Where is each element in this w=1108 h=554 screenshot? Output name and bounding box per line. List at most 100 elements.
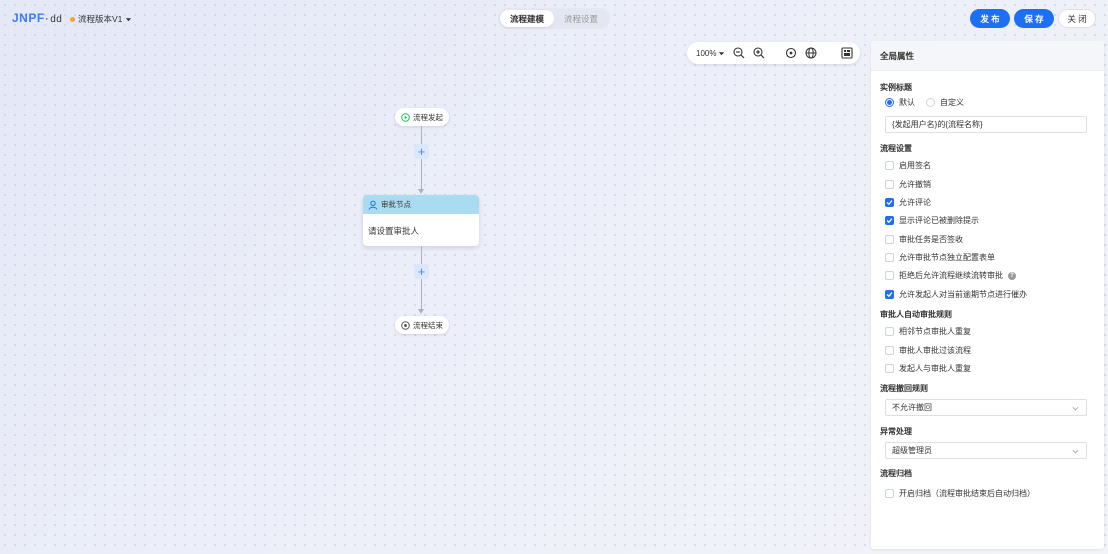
checkbox-approved-before[interactable]: 审批人审批过该流程: [885, 345, 971, 356]
add-node-button[interactable]: +: [414, 264, 429, 279]
exception-handler-select[interactable]: 超级管理员: [885, 442, 1087, 459]
close-button[interactable]: 关 闭: [1058, 9, 1096, 28]
checkbox-icon: [885, 161, 894, 170]
start-node-icon: [401, 112, 410, 122]
help-icon[interactable]: ?: [1008, 271, 1016, 280]
radio-label: 默认: [899, 98, 915, 107]
checkbox-label: 允许发起人对当前逾期节点进行催办: [899, 290, 1027, 299]
exception-handler-value: 超级管理员: [892, 446, 932, 455]
radio-label: 自定义: [940, 98, 964, 107]
checkbox-checked-icon: [885, 216, 894, 225]
chevron-down-icon: [1072, 449, 1079, 454]
checkbox-icon: [885, 180, 894, 189]
user-icon: [368, 200, 378, 210]
checkbox-allow-comment[interactable]: 允许评论: [885, 197, 931, 208]
publish-button[interactable]: 发 布: [970, 9, 1010, 28]
checkbox-icon: [885, 235, 894, 244]
radio-custom[interactable]: 自定义: [926, 97, 964, 108]
mode-tabs: 流程建模 流程设置: [498, 8, 610, 29]
checkbox-icon: [885, 364, 894, 373]
tab-flow-settings[interactable]: 流程设置: [563, 13, 598, 24]
checkbox-allow-revoke[interactable]: 允许撤销: [885, 179, 931, 190]
arrow-down-icon: [418, 189, 424, 194]
radio-default[interactable]: 默认: [885, 97, 928, 108]
zoom-level-select[interactable]: 100%: [696, 49, 725, 58]
checkbox-label: 允许撤销: [899, 180, 931, 189]
section-flow-settings: 流程设置: [880, 144, 912, 153]
fit-center-icon[interactable]: [785, 47, 797, 59]
arrow-down-icon: [418, 309, 424, 314]
top-bar: JNPF·dd 流程版本V1 流程建模 流程设置 发 布 保 存 关 闭: [0, 0, 1108, 36]
checkbox-label: 允许评论: [899, 198, 931, 207]
end-node-label: 流程结束: [413, 320, 443, 330]
minimap-icon[interactable]: [841, 47, 854, 59]
checkbox-overdue-reminder[interactable]: 允许发起人对当前逾期节点进行催办: [885, 289, 1027, 300]
app-logo: JNPF·dd: [12, 11, 63, 25]
approval-node-title: 审批节点: [381, 200, 411, 209]
connector-line: [421, 246, 422, 264]
checkbox-show-deleted-comment[interactable]: 显示评论已被删除提示: [885, 215, 979, 226]
version-selector[interactable]: 流程版本V1: [70, 13, 132, 25]
globe-icon[interactable]: [805, 47, 817, 59]
version-status-dot: [70, 16, 75, 22]
checkbox-checked-icon: [885, 290, 894, 299]
checkbox-task-signin[interactable]: 审批任务是否签收: [885, 234, 963, 245]
checkbox-node-form[interactable]: 允许审批节点独立配置表单: [885, 252, 995, 263]
checkbox-icon: [885, 271, 894, 280]
approval-node[interactable]: 审批节点 请设置审批人: [363, 195, 479, 246]
section-exception: 异常处理: [880, 427, 912, 436]
save-button[interactable]: 保 存: [1014, 9, 1054, 28]
tab-flow-modeling[interactable]: 流程建模: [500, 10, 554, 27]
revoke-rule-value: 不允许撤回: [892, 403, 932, 412]
checkbox-icon: [885, 489, 894, 498]
checkbox-label: 审批任务是否签收: [899, 235, 963, 244]
checkbox-initiator-duplicate[interactable]: 发起人与审批人重复: [885, 363, 971, 374]
end-node-icon: [401, 320, 410, 330]
radio-unselected-icon: [926, 98, 935, 107]
checkbox-enable-archive[interactable]: 开启归档（流程审批结束后自动归档）: [885, 488, 1035, 499]
checkbox-label: 开启归档（流程审批结束后自动归档）: [899, 489, 1035, 498]
zoom-toolbar: 100%: [687, 42, 860, 64]
start-node[interactable]: 流程发起: [395, 108, 449, 126]
connector-line: [421, 279, 422, 309]
checkbox-icon: [885, 327, 894, 336]
checkbox-continue-after-reject[interactable]: 拒绝后允许流程继续流转审批?: [885, 270, 1016, 281]
checkbox-enable-signature[interactable]: 启用签名: [885, 160, 931, 171]
connector-line: [421, 126, 422, 144]
checkbox-label: 拒绝后允许流程继续流转审批: [899, 271, 1003, 280]
approval-node-body: 请设置审批人: [368, 226, 420, 236]
zoom-out-icon[interactable]: [733, 47, 745, 59]
checkbox-checked-icon: [885, 198, 894, 207]
caret-down-icon: [126, 17, 132, 21]
checkbox-label: 允许审批节点独立配置表单: [899, 253, 995, 262]
caret-down-icon: [719, 51, 725, 55]
approval-node-header: 审批节点: [363, 195, 479, 214]
checkbox-label: 显示评论已被删除提示: [899, 216, 979, 225]
instance-title-input[interactable]: {发起用户名}的{流程名称}: [885, 116, 1087, 133]
checkbox-label: 发起人与审批人重复: [899, 364, 971, 373]
revoke-rule-select[interactable]: 不允许撤回: [885, 399, 1087, 416]
checkbox-label: 审批人审批过该流程: [899, 346, 971, 355]
section-revoke-rule: 流程撤回规则: [880, 384, 928, 393]
plus-icon: +: [417, 264, 426, 279]
section-instance-title: 实例标题: [880, 83, 912, 92]
section-archive: 流程归档: [880, 469, 912, 478]
connector-line: [421, 159, 422, 189]
version-label: 流程版本V1: [78, 14, 123, 24]
chevron-down-icon: [1072, 406, 1079, 411]
checkbox-icon: [885, 253, 894, 262]
plus-icon: +: [417, 144, 426, 159]
checkbox-label: 相邻节点审批人重复: [899, 327, 971, 336]
start-node-label: 流程发起: [413, 112, 443, 122]
panel-title: 全局属性: [871, 41, 1104, 71]
zoom-in-icon[interactable]: [753, 47, 765, 59]
section-auto-approve: 审批人自动审批规则: [880, 310, 952, 319]
global-properties-panel: 全局属性 实例标题 默认 自定义 {发起用户名}的{流程名称} 流程设置 启用签…: [871, 41, 1104, 549]
checkbox-icon: [885, 346, 894, 355]
end-node[interactable]: 流程结束: [395, 316, 449, 334]
checkbox-adjacent-duplicate[interactable]: 相邻节点审批人重复: [885, 326, 971, 337]
add-node-button[interactable]: +: [414, 144, 429, 159]
radio-selected-icon: [885, 98, 894, 107]
checkbox-label: 启用签名: [899, 161, 931, 170]
zoom-value: 100%: [696, 48, 717, 58]
